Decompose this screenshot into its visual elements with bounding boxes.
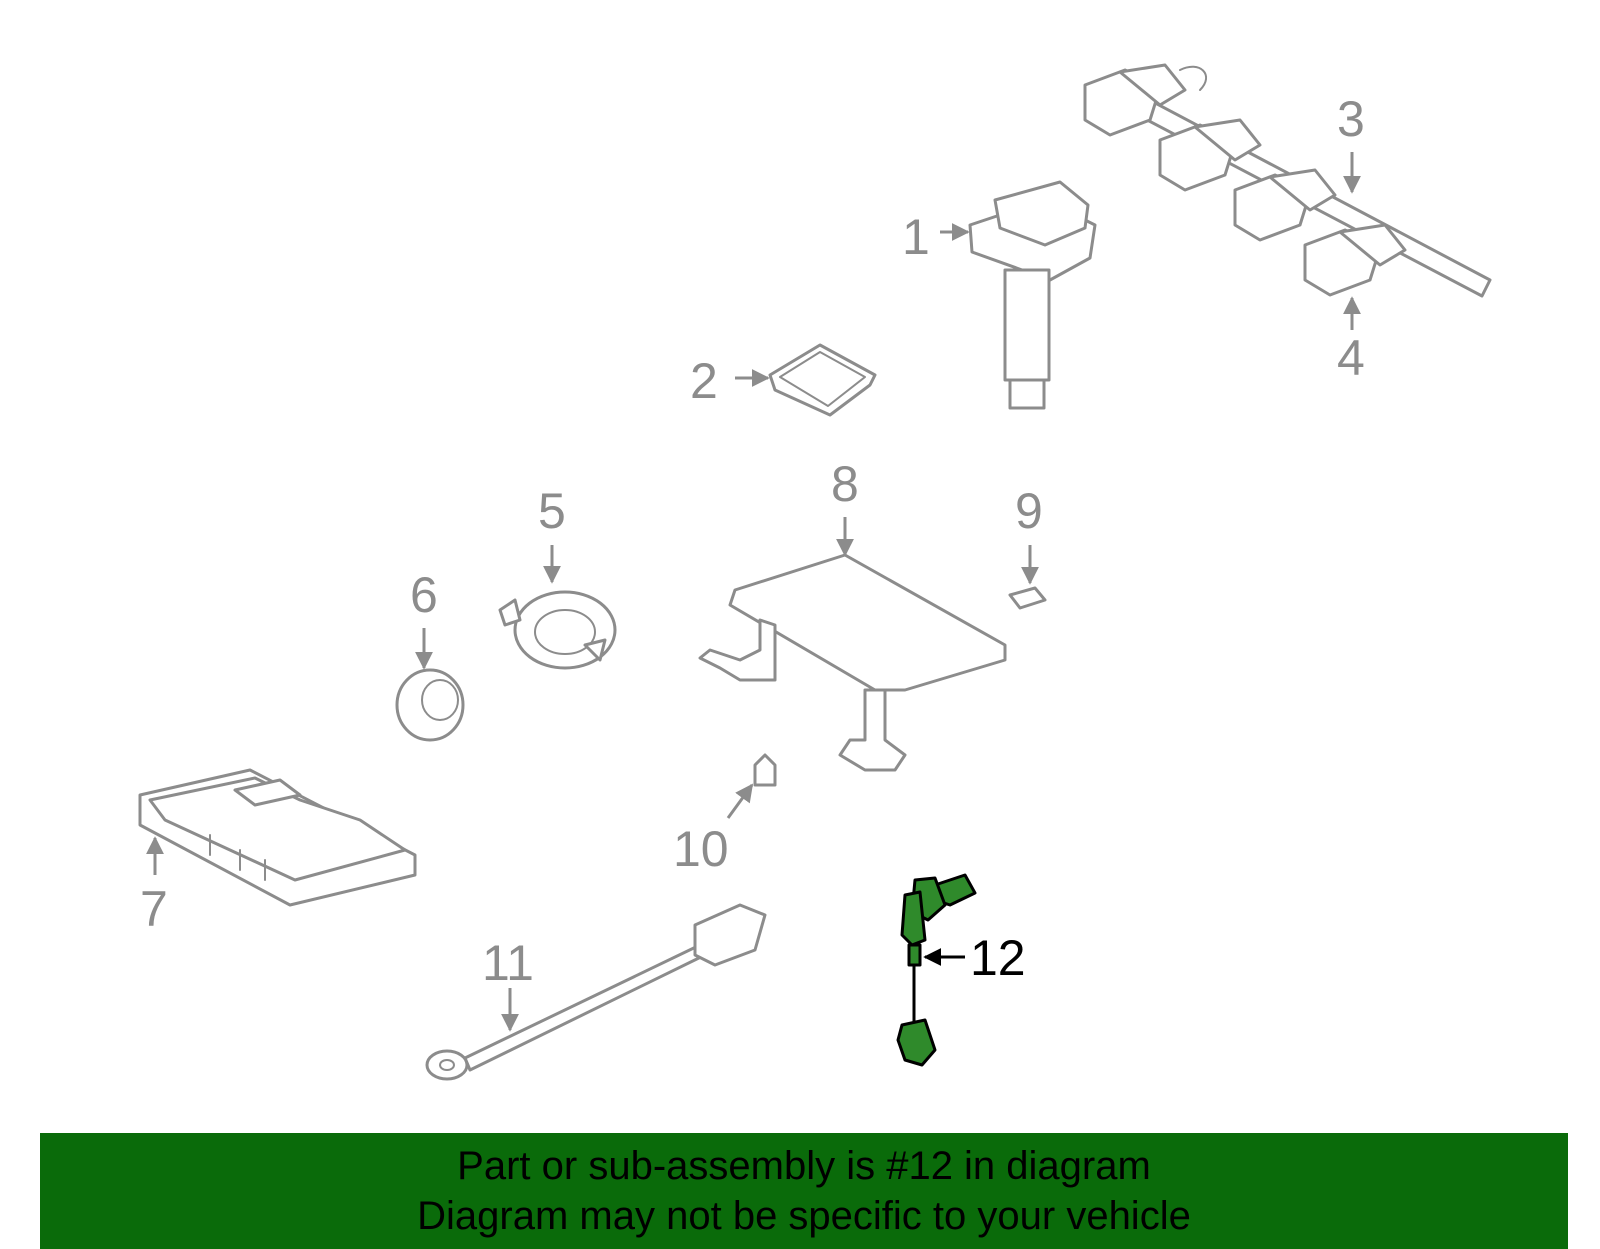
callout-10: 10	[673, 821, 729, 877]
part-10-nut	[753, 753, 777, 787]
leader-10	[726, 783, 754, 819]
leader-lines	[146, 152, 1361, 1032]
part-6-collar	[395, 668, 465, 742]
callout-8: 8	[831, 456, 859, 512]
info-banner: Part or sub-assembly is #12 in diagram D…	[40, 1133, 1568, 1249]
part-1-ignition-coil	[968, 180, 1097, 410]
part-12-crankshaft-position-sensor	[896, 873, 977, 1067]
callout-3: 3	[1337, 91, 1365, 147]
callout-7: 7	[140, 881, 168, 937]
callout-2: 2	[690, 353, 718, 409]
harness-connector-a	[1083, 63, 1187, 137]
part-11-knock-sensor	[425, 903, 767, 1081]
callout-9: 9	[1015, 483, 1043, 539]
part-4-coil-connector	[1303, 223, 1407, 297]
exploded-parts-diagram: 1 2 3 4 5 6 7 8 9 10 11 12	[138, 63, 1492, 1081]
harness-connector-c	[1233, 168, 1337, 242]
callout-11: 11	[482, 935, 534, 991]
part-8-mounting-bracket	[698, 553, 1007, 772]
part-2-gasket	[768, 343, 877, 417]
part-7-control-module	[138, 768, 417, 907]
callout-4: 4	[1337, 330, 1365, 386]
part-9-clip	[1008, 586, 1047, 610]
callout-numbers: 1 2 3 4 5 6 7 8 9 10 11 12	[140, 91, 1365, 991]
harness-connector-b	[1158, 118, 1262, 192]
banner-line-1: Part or sub-assembly is #12 in diagram	[457, 1144, 1151, 1188]
part-5-sensor-bracket	[498, 590, 617, 670]
callout-12: 12	[970, 930, 1026, 986]
banner-line-2: Diagram may not be specific to your vehi…	[417, 1194, 1191, 1238]
callout-5: 5	[538, 483, 566, 539]
callout-1: 1	[902, 209, 930, 265]
callout-6: 6	[410, 567, 438, 623]
part-3-wiring-harness	[1083, 63, 1492, 298]
